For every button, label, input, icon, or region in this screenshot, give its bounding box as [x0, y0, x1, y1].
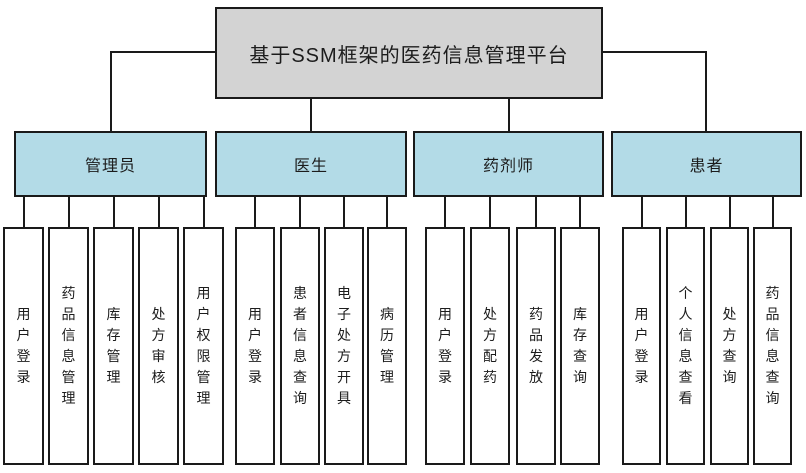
group-node-pharmacist: 药剂师 — [413, 131, 604, 197]
group-node-pharmacist-label: 药剂师 — [482, 158, 534, 175]
connector-root-to-admin-h — [110, 51, 217, 53]
group-node-patient-label: 患者 — [689, 158, 724, 175]
leaf-label: 用 户 登 录 — [438, 306, 452, 385]
connector-pharmacist-leaf-4 — [579, 197, 581, 227]
group-node-admin: 管理员 — [14, 131, 207, 197]
connector-admin-leaf-1 — [23, 197, 25, 227]
leaf-label: 处 方 查 询 — [722, 306, 737, 385]
leaf-node-admin-drug-info-mgmt: 药 品 信 息 管 理 — [48, 227, 89, 465]
group-node-patient: 患者 — [611, 131, 802, 197]
connector-doctor-leaf-4 — [386, 197, 388, 227]
connector-root-to-pharmacist — [508, 97, 510, 131]
connector-admin-leaf-3 — [113, 197, 115, 227]
leaf-label: 个 人 信 息 查 看 — [678, 285, 693, 406]
connector-root-to-doctor — [310, 97, 312, 131]
leaf-label: 药 品 发 放 — [529, 306, 543, 385]
connector-patient-leaf-4 — [772, 197, 774, 227]
connector-patient-leaf-1 — [641, 197, 643, 227]
leaf-node-patient-prescription-query: 处 方 查 询 — [710, 227, 749, 465]
connector-root-to-patient-h — [601, 51, 707, 53]
leaf-node-pharmacist-drug-issue: 药 品 发 放 — [516, 227, 556, 465]
leaf-label: 处 方 配 药 — [483, 306, 497, 385]
leaf-label: 药 品 信 息 管 理 — [61, 285, 76, 406]
leaf-label: 用 户 权 限 管 理 — [196, 285, 211, 406]
leaf-label: 库 存 管 理 — [106, 306, 121, 385]
leaf-node-doctor-user-login: 用 户 登 录 — [235, 227, 275, 465]
leaf-node-pharmacist-dispense-prescription: 处 方 配 药 — [470, 227, 510, 465]
leaf-label: 用 户 登 录 — [634, 306, 649, 385]
leaf-node-pharmacist-inventory-query: 库 存 查 询 — [560, 227, 600, 465]
leaf-label: 用 户 登 录 — [248, 306, 262, 385]
connector-doctor-leaf-1 — [254, 197, 256, 227]
leaf-node-pharmacist-user-login: 用 户 登 录 — [425, 227, 465, 465]
leaf-node-admin-user-login: 用 户 登 录 — [3, 227, 44, 465]
leaf-label: 电 子 处 方 开 具 — [337, 285, 351, 406]
leaf-node-admin-prescription-review: 处 方 审 核 — [138, 227, 179, 465]
connector-patient-leaf-2 — [685, 197, 687, 227]
leaf-label: 病 历 管 理 — [380, 306, 394, 385]
group-node-doctor-label: 医生 — [293, 158, 328, 175]
connector-doctor-leaf-3 — [343, 197, 345, 227]
connector-admin-leaf-2 — [68, 197, 70, 227]
connector-pharmacist-leaf-3 — [535, 197, 537, 227]
leaf-node-admin-inventory-mgmt: 库 存 管 理 — [93, 227, 134, 465]
root-node: 基于SSM框架的医药信息管理平台 — [215, 7, 603, 99]
leaf-label: 药 品 信 息 查 询 — [765, 285, 780, 406]
leaf-node-patient-personal-info-view: 个 人 信 息 查 看 — [666, 227, 705, 465]
leaf-label: 患 者 信 息 查 询 — [293, 285, 307, 406]
root-node-label: 基于SSM框架的医药信息管理平台 — [249, 44, 569, 67]
group-node-admin-label: 管理员 — [84, 158, 136, 175]
leaf-label: 库 存 查 询 — [573, 306, 587, 385]
leaf-node-doctor-medical-record-mgmt: 病 历 管 理 — [367, 227, 407, 465]
leaf-node-doctor-e-prescription: 电 子 处 方 开 具 — [324, 227, 364, 465]
connector-root-to-patient-v — [705, 51, 707, 131]
connector-admin-leaf-4 — [158, 197, 160, 227]
connector-pharmacist-leaf-2 — [489, 197, 491, 227]
group-node-doctor: 医生 — [215, 131, 407, 197]
leaf-node-admin-user-permission-mgmt: 用 户 权 限 管 理 — [183, 227, 224, 465]
connector-root-to-admin-v — [110, 51, 112, 131]
leaf-label: 用 户 登 录 — [16, 306, 31, 385]
leaf-node-doctor-patient-info-query: 患 者 信 息 查 询 — [280, 227, 320, 465]
leaf-node-patient-drug-info-query: 药 品 信 息 查 询 — [753, 227, 792, 465]
connector-doctor-leaf-2 — [299, 197, 301, 227]
connector-pharmacist-leaf-1 — [444, 197, 446, 227]
leaf-node-patient-user-login: 用 户 登 录 — [622, 227, 661, 465]
connector-patient-leaf-3 — [729, 197, 731, 227]
leaf-label: 处 方 审 核 — [151, 306, 166, 385]
connector-admin-leaf-5 — [203, 197, 205, 227]
